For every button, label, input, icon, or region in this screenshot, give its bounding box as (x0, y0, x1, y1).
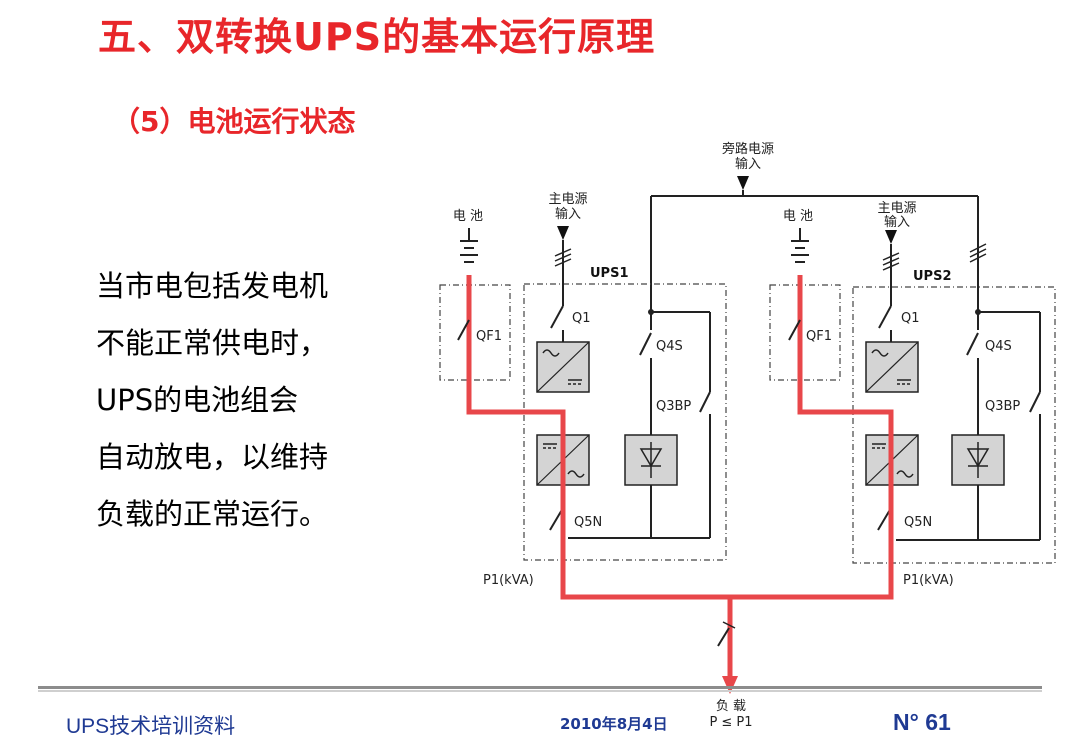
description-line: 不能正常供电时， (96, 326, 329, 360)
footer-date: 2010年8月4日 (560, 715, 668, 733)
qf1-label: QF1 (476, 329, 502, 344)
ups2-cabinet (852, 286, 1056, 564)
main-input-label: 主电源 (877, 201, 916, 216)
main-input-arrow-icon (885, 230, 897, 244)
q3bp-switch-icon (1029, 391, 1041, 413)
qf1-cabinet (769, 284, 841, 381)
slide-title: 五、双转换UPS的基本运行原理 (98, 15, 656, 59)
description-line: 负载的正常运行。 (96, 497, 329, 531)
load-switch-icon (717, 627, 730, 647)
qf1-cabinet (439, 284, 511, 381)
bypass-ticks-icon (969, 243, 987, 263)
p1-label: P1(kVA) (903, 573, 954, 588)
q1-label: Q1 (572, 311, 591, 326)
bypass-input-label: 旁路电源 (722, 141, 774, 157)
description-line: 当市电包括发电机 (96, 269, 329, 303)
p1-label: P1(kVA) (483, 573, 534, 588)
q3bp-label: Q3BP (985, 399, 1020, 414)
qf1-switch-icon (457, 319, 470, 341)
footer-title: UPS技术培训资料 (66, 715, 236, 738)
main-input-label: 输入 (555, 206, 581, 222)
ups1-cabinet (523, 283, 727, 561)
ups2-label: UPS2 (913, 269, 952, 284)
q5n-label: Q5N (904, 515, 932, 530)
q3bp-label: Q3BP (656, 399, 691, 414)
load-arrow-icon (722, 676, 738, 694)
q1-switch-icon (550, 305, 564, 329)
page-number: N° 61 (893, 709, 951, 735)
q4s-label: Q4S (656, 339, 683, 354)
main-input-label: 主电源 (548, 192, 587, 207)
battery-discharge-path (466, 275, 894, 683)
main-input-label: 输入 (884, 214, 910, 230)
battery-label: 电 池 (453, 209, 483, 224)
q1-switch-icon (878, 305, 892, 329)
footer-divider (38, 690, 1042, 692)
bypass-input-arrow-icon (737, 176, 749, 190)
ups1-label: UPS1 (590, 266, 629, 281)
qf1-label: QF1 (806, 329, 832, 344)
ups2-unit: 电 池 QF1 主电源 输入 UPS2 (769, 201, 1056, 588)
load-label: 负 载 (716, 699, 746, 714)
main-input-arrow-icon (557, 226, 569, 240)
slide-subtitle: （5）电池运行状态 (112, 105, 356, 138)
q5n-label: Q5N (574, 515, 602, 530)
bypass-input-label: 输入 (735, 156, 761, 172)
q4s-switch-icon (966, 332, 979, 356)
q4s-switch-icon (639, 332, 652, 356)
description-text: 当市电包括发电机 不能正常供电时， UPS的电池组会 自动放电，以维持 负载的正… (96, 258, 396, 543)
battery-label: 电 池 (783, 209, 813, 224)
qf1-switch-icon (788, 319, 801, 341)
footer-divider (38, 686, 1042, 689)
q4s-label: Q4S (985, 339, 1012, 354)
battery-icon (791, 228, 809, 263)
q3bp-switch-icon (699, 391, 711, 413)
ups1-unit: 电 池 QF1 主电源 输入 UPS1 (439, 192, 727, 588)
bypass-bus (650, 190, 979, 312)
battery-icon (460, 228, 478, 263)
description-line: 自动放电，以维持 (96, 440, 329, 474)
q1-label: Q1 (901, 311, 920, 326)
description-line: UPS的电池组会 (96, 383, 299, 417)
load-power-label: P ≤ P1 (709, 715, 752, 730)
